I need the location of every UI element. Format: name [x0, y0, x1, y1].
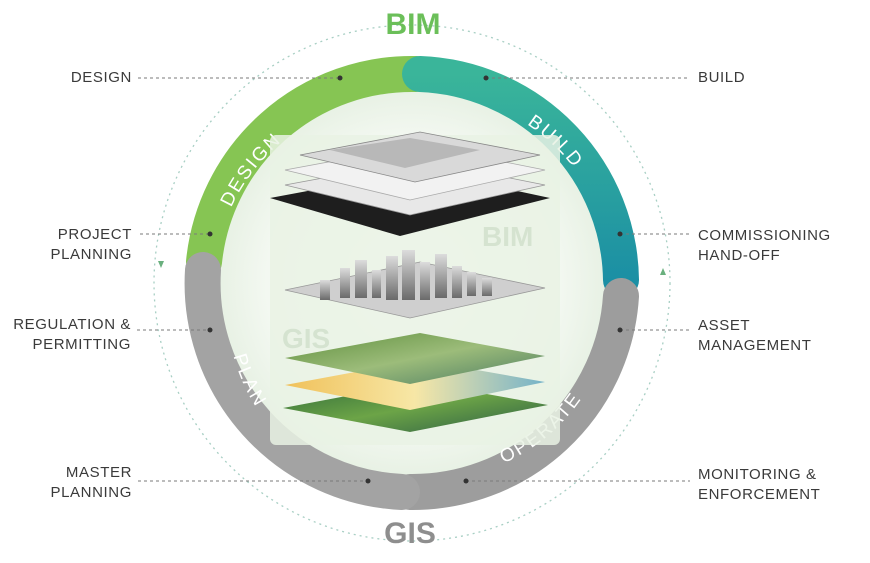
building — [402, 250, 415, 300]
label-line: ASSET — [698, 317, 751, 334]
leader-dot — [207, 231, 213, 237]
building — [372, 270, 381, 298]
label-line: PERMITTING — [32, 336, 131, 353]
building — [320, 280, 330, 300]
building — [452, 266, 462, 298]
label-line: ENFORCEMENT — [698, 486, 821, 503]
label-line: DESIGN — [70, 69, 132, 86]
ring-arrow-right-icon — [660, 268, 666, 275]
build-arc — [402, 56, 639, 298]
label-line: MASTER — [65, 464, 132, 481]
label-line: PROJECT — [57, 226, 132, 243]
label-line: PLANNING — [50, 484, 132, 501]
plan-arc — [184, 252, 420, 510]
label-build: BUILD — [698, 68, 745, 88]
building — [435, 254, 447, 298]
label-line: COMMISSIONING — [698, 227, 831, 244]
label-asset-management: ASSET MANAGEMENT — [698, 316, 812, 356]
building — [355, 260, 367, 298]
building — [386, 256, 398, 300]
label-line: REGULATION & — [13, 316, 131, 333]
bim-roof-block — [330, 138, 480, 168]
label-master-planning: MASTER PLANNING — [20, 463, 132, 503]
ring-arrow-left-icon — [158, 261, 164, 268]
watermark-bim: BIM — [482, 221, 533, 252]
gis-layer-zones — [285, 360, 545, 410]
leader-dot — [207, 327, 213, 333]
label-line: BUILD — [698, 69, 746, 86]
building — [420, 262, 430, 300]
design-arc — [186, 55, 434, 280]
building — [482, 278, 492, 296]
building — [467, 272, 476, 296]
label-line: MONITORING & — [698, 466, 817, 483]
building — [340, 268, 350, 298]
bim-heading: BIM — [386, 8, 441, 41]
label-line: MANAGEMENT — [698, 337, 812, 354]
leader-dot — [463, 478, 469, 484]
leader-dot — [617, 231, 623, 237]
label-monitoring-enforcement: MONITORING & ENFORCEMENT — [698, 465, 820, 505]
city-layer — [284, 250, 546, 319]
leader-dot — [365, 478, 371, 484]
leader-dot — [337, 75, 343, 81]
gis-layer-imagery — [285, 333, 545, 384]
label-project-planning: PROJECT PLANNING — [20, 225, 132, 265]
leader-dots — [207, 75, 623, 484]
watermark-gis: GIS — [282, 323, 330, 354]
leader-dot — [617, 327, 623, 333]
label-commissioning-hand-off: COMMISSIONING HAND-OFF — [698, 226, 831, 266]
label-line: PLANNING — [50, 246, 132, 263]
bim-layer-stack — [270, 131, 550, 236]
label-regulation-permitting: REGULATION & PERMITTING — [0, 315, 131, 355]
leader-dot — [483, 75, 489, 81]
leader-lines — [137, 77, 690, 482]
label-line: HAND-OFF — [698, 247, 781, 264]
label-design: DESIGN — [20, 68, 132, 88]
outer-dotted-ring — [153, 24, 671, 542]
gis-layer-stack — [283, 333, 548, 432]
gis-heading: GIS — [384, 517, 436, 550]
